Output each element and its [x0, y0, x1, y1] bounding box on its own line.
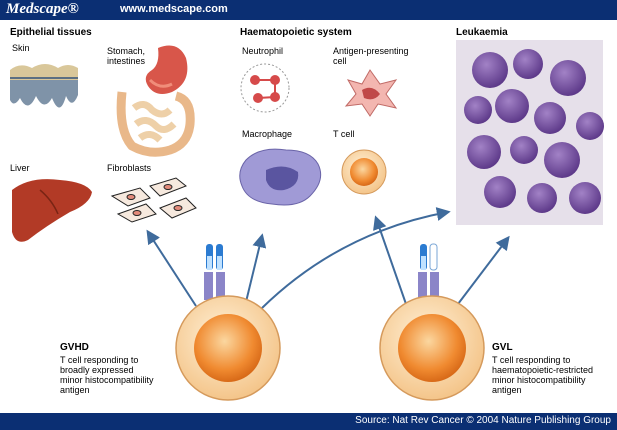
- arrows: [146, 207, 510, 309]
- tcell-label: T cell: [333, 129, 355, 139]
- skin-label: Skin: [12, 43, 30, 53]
- gvhd-tcell: [175, 244, 281, 401]
- apc-label: Antigen-presenting cell: [333, 46, 409, 66]
- neutrophil-label: Neutrophil: [242, 46, 284, 56]
- leukaemia-micrograph: [456, 40, 604, 225]
- antigen-presenting-cell-illustration: [344, 69, 398, 117]
- top-banner: Medscape® www.medscape.com: [0, 0, 617, 20]
- fibroblasts-label: Fibroblasts: [107, 163, 152, 173]
- leukaemia-title: Leukaemia: [456, 27, 508, 38]
- liver-illustration: [12, 179, 92, 242]
- skin-illustration: [10, 64, 78, 108]
- site-url[interactable]: www.medscape.com: [120, 3, 228, 15]
- macrophage-illustration: [239, 148, 322, 206]
- stomach-label: Stomach, intestines: [107, 46, 146, 66]
- gvhd-description: T cell responding to broadly expressed m…: [60, 355, 154, 395]
- source-credit: Source: Nat Rev Cancer © 2004 Nature Pub…: [355, 415, 611, 426]
- gvl-title: GVL: [492, 342, 513, 353]
- gvl-tcell: [379, 243, 485, 401]
- liver-label: Liver: [10, 163, 30, 173]
- gvl-description: T cell responding to haematopoietic-rest…: [492, 355, 594, 395]
- gvhd-title: GVHD: [60, 342, 89, 353]
- fibroblasts-illustration: [110, 177, 197, 223]
- small-tcell-illustration: [341, 149, 387, 195]
- haematopoietic-title: Haematopoietic system: [240, 27, 352, 38]
- bottom-banner: Source: Nat Rev Cancer © 2004 Nature Pub…: [0, 413, 617, 430]
- medscape-logo[interactable]: Medscape®: [6, 1, 79, 17]
- macrophage-label: Macrophage: [242, 129, 293, 139]
- epithelial-title: Epithelial tissues: [10, 27, 92, 38]
- stomach-intestines-illustration: [116, 45, 195, 157]
- neutrophil-illustration: [240, 63, 290, 113]
